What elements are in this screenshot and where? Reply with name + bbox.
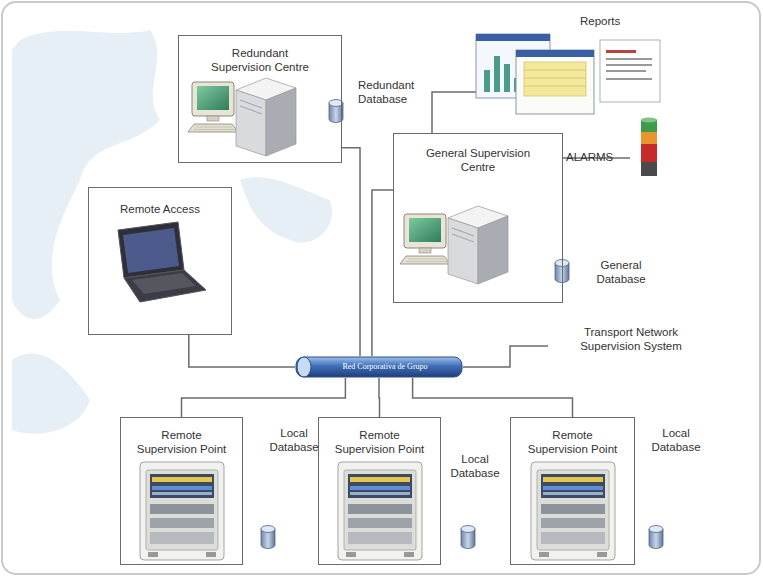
box-title: General Supervision Centre (422, 146, 534, 174)
reports-illustration (432, 34, 660, 133)
box-title: Redundant Supervision Centre (210, 46, 310, 74)
redundant-database-icon (329, 100, 343, 123)
network-link (342, 148, 360, 356)
network-link (189, 335, 295, 367)
laptop (118, 222, 206, 302)
access-box: Remote Access (88, 187, 232, 335)
system-label: Transport Network Supervision System (560, 325, 702, 353)
remote-point-box: Remote Supervision Point (510, 417, 635, 565)
remote-point-box: Remote Supervision Point (120, 417, 243, 565)
remote-point-box: Remote Supervision Point (318, 417, 441, 565)
box-title: Remote Supervision Point (526, 428, 620, 456)
general-database-icon (555, 260, 569, 283)
network-link (413, 378, 573, 417)
reports-label: Reports (580, 14, 650, 28)
database-label: Local Database (446, 452, 504, 480)
database-label: Local Database (268, 426, 320, 454)
network-link (372, 190, 393, 356)
network-name: Red Corporativa de Grupo (295, 362, 465, 372)
network-link (379, 378, 381, 417)
box-title: Remote Supervision Point (333, 428, 427, 456)
alarm-light (563, 118, 657, 177)
database-label: General Database (588, 258, 654, 286)
alarms-label: ALARMS (566, 150, 626, 164)
transport-link (463, 346, 548, 367)
redundant-centre-illustration (188, 78, 296, 156)
map-background (12, 30, 332, 434)
database-label: Local Database (648, 426, 704, 454)
network-link (182, 378, 346, 417)
database-label: Redundant Database (358, 78, 428, 106)
box-title: Remote Supervision Point (135, 428, 229, 456)
general-centre-illustration (400, 206, 508, 284)
network-pipe: Red Corporativa de Grupo (295, 356, 463, 378)
remote-point-illustrations (140, 462, 663, 560)
centre-box: Redundant Supervision Centre (178, 35, 342, 163)
centre-box: General Supervision Centre (393, 133, 563, 303)
box-title: Remote Access (95, 202, 225, 216)
